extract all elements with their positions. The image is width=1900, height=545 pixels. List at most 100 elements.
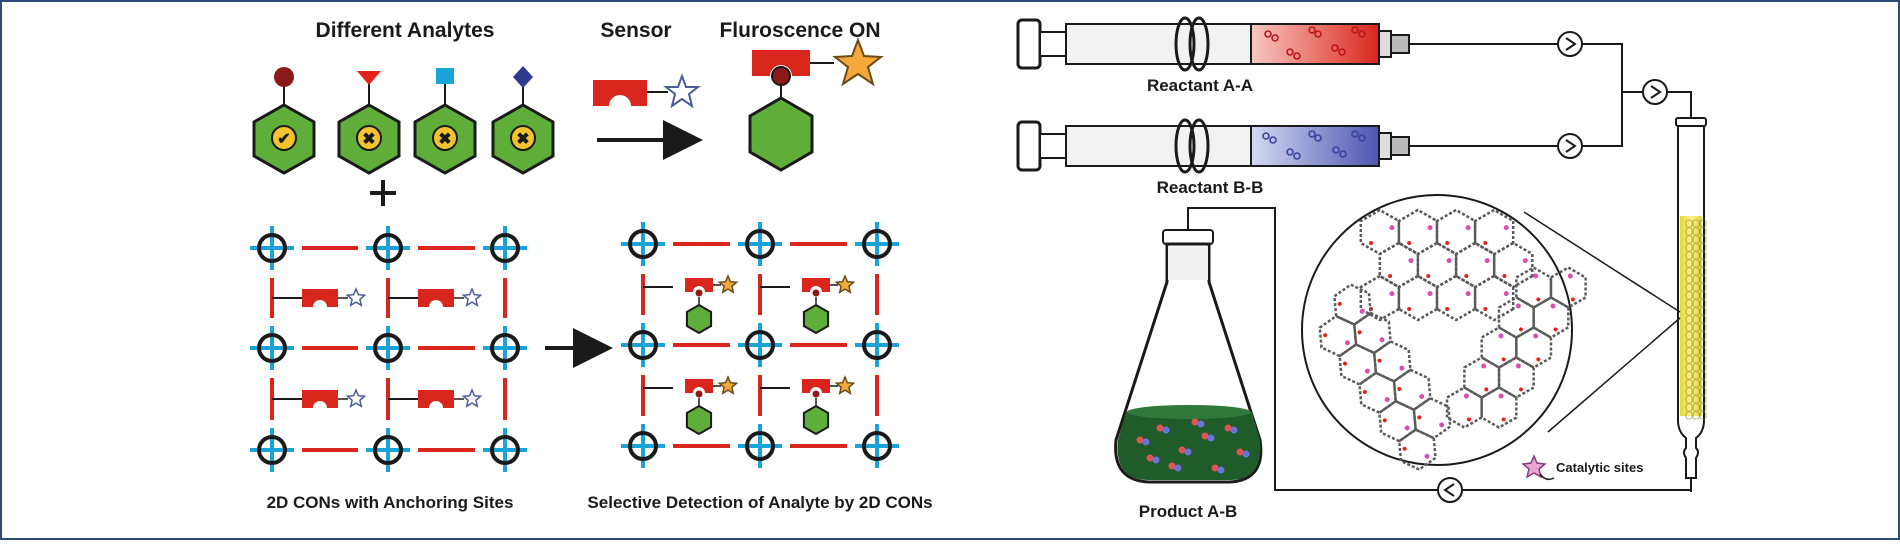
analyte-4: ✖ <box>491 66 555 175</box>
title-fluorescence: Fluroscence ON <box>719 19 880 42</box>
grid-node <box>483 226 527 270</box>
grid-node <box>250 428 294 472</box>
molecule-dot <box>1146 454 1154 462</box>
sensor-anchor <box>643 274 739 335</box>
molecule-dot <box>1136 436 1144 444</box>
packed-column <box>1675 117 1707 492</box>
grid-node <box>738 424 782 468</box>
flow-arrow-icon <box>1557 31 1583 57</box>
analyte-1: ✔ <box>252 67 316 175</box>
molecule-dot <box>1236 448 1244 456</box>
star-icon <box>345 287 367 307</box>
analyte-cap-square <box>436 68 454 84</box>
framework-sheet <box>1359 208 1534 322</box>
molecule-dot <box>1211 464 1219 472</box>
grid-node <box>483 428 527 472</box>
title-sensor: Sensor <box>600 19 671 42</box>
analyte-hexagon <box>802 404 830 436</box>
analyte-3: ✖ <box>413 68 477 175</box>
catalytic-site-icon <box>1521 454 1555 481</box>
molecule-dot <box>1168 462 1176 470</box>
fluorescence-complex <box>748 37 884 172</box>
star-icon <box>834 375 856 395</box>
molecule-dot <box>1224 424 1232 432</box>
syringe-reactant-a <box>1016 16 1530 72</box>
analyte-hexagon <box>685 404 713 436</box>
grid-node <box>366 326 410 370</box>
molecule-dot <box>1197 420 1205 428</box>
cons-grid-anchoring <box>250 226 527 472</box>
right-panel: Reactant A-A Reactant B-B <box>1016 16 1707 521</box>
analyte-cap-circle <box>274 67 294 87</box>
grid-node <box>621 222 665 266</box>
analyte-hexagon <box>685 303 713 335</box>
star-icon <box>717 375 739 395</box>
star-icon <box>663 73 701 109</box>
flow-arrow-icon <box>1437 477 1463 503</box>
framework-sheet <box>1445 266 1587 429</box>
molecule-dot <box>1207 434 1215 442</box>
flow-arrow-icon <box>1557 133 1583 159</box>
molecule-dot <box>1174 464 1182 472</box>
syringe-reactant-b <box>1016 118 1530 174</box>
label-reactant-b: Reactant B-B <box>1157 178 1264 197</box>
star-icon <box>461 388 483 408</box>
molecule-dot <box>1142 438 1150 446</box>
analyte-cap-diamond <box>513 66 533 88</box>
molecule-dot <box>1184 448 1192 456</box>
molecule-dot <box>1162 426 1170 434</box>
molecule-dot <box>1191 418 1199 426</box>
star-icon <box>717 274 739 294</box>
star-icon <box>834 274 856 294</box>
grid-node <box>250 326 294 370</box>
grid-node <box>366 226 410 270</box>
molecule-dot <box>1156 424 1164 432</box>
molecule-dot <box>1242 450 1250 458</box>
label-reactant-a: Reactant A-A <box>1147 76 1253 95</box>
sensor-molecule <box>593 73 701 109</box>
plus-icon <box>370 180 396 206</box>
analyte-2: ✖ <box>337 71 401 175</box>
star-icon <box>345 388 367 408</box>
sensor-anchor <box>388 287 483 307</box>
grid-node <box>483 326 527 370</box>
label-catalytic: Catalytic sites <box>1556 460 1643 475</box>
sensor-anchor <box>760 375 856 436</box>
grid-node <box>621 323 665 367</box>
grid-node <box>855 323 899 367</box>
grid-node <box>855 222 899 266</box>
cons-grid-detection <box>621 222 899 468</box>
cross-icon: ✖ <box>362 131 375 148</box>
grid-node <box>738 323 782 367</box>
check-icon: ✔ <box>277 131 290 148</box>
sensor-anchor <box>643 375 739 436</box>
sensor-anchor <box>272 388 367 408</box>
molecule-dot <box>1217 466 1225 474</box>
molecule-dot <box>1230 426 1238 434</box>
zoom-inset <box>1301 194 1681 471</box>
sensor-anchor <box>272 287 367 307</box>
cross-icon: ✖ <box>516 131 529 148</box>
sensor-anchor <box>760 274 856 335</box>
cross-icon: ✖ <box>438 131 451 148</box>
molecule-dot <box>1201 432 1209 440</box>
sensor-anchor <box>388 388 483 408</box>
left-panel: Different Analytes Sensor Fluroscence ON… <box>250 19 933 512</box>
analyte-cap-triangle <box>357 71 381 85</box>
molecule-dot <box>1152 456 1160 464</box>
framework-sheet <box>1318 283 1452 471</box>
caption-cons: 2D CONs with Anchoring Sites <box>267 493 514 512</box>
grid-node <box>855 424 899 468</box>
title-analytes: Different Analytes <box>316 19 495 42</box>
grid-node <box>366 428 410 472</box>
grid-node <box>250 226 294 270</box>
star-icon <box>461 287 483 307</box>
label-product: Product A-B <box>1139 502 1238 521</box>
flow-arrow-icon <box>1642 79 1668 105</box>
product-flask <box>1114 229 1263 484</box>
grid-node <box>738 222 782 266</box>
caption-detection: Selective Detection of Analyte by 2D CON… <box>587 493 932 512</box>
star-icon <box>832 37 884 87</box>
